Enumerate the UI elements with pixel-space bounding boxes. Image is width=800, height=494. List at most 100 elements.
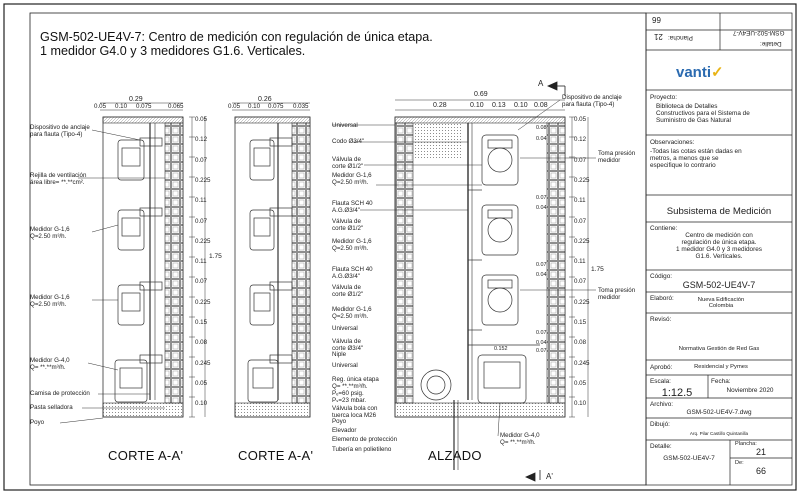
section-name-corte-1: CORTE A-A' (108, 448, 184, 463)
plancha-value: 21 (755, 447, 766, 457)
vdim-small: 0.08 (536, 125, 547, 131)
vdim-right: 0.12 (574, 136, 587, 144)
escala-value: 1:12.5 (661, 387, 693, 399)
label-component: Válvula de corte Ø3/4" (332, 338, 364, 352)
fecha-value: Noviembre 2020 (726, 387, 774, 394)
observaciones-label: Observaciones: (650, 139, 695, 146)
section-arrow-bottom (525, 470, 541, 482)
drawing-title: GSM-502-UE4V-7: Centro de medición con r… (40, 30, 433, 44)
vdim-left: 0.10 (195, 400, 208, 408)
vdim-right: 0.05 (574, 116, 587, 123)
label-poyo-left: Poyo (30, 419, 45, 426)
vdim-right: 0.11 (574, 258, 586, 266)
label-anchor-right: Dispositivo de anclaje para flauta (Tipo… (562, 94, 622, 108)
label-pasta: Pasta selladora (30, 404, 73, 411)
detalle-label: Detalle: (650, 443, 672, 450)
subsistema: Subsistema de Medición (666, 206, 772, 217)
vdim-left: 0.05 (195, 379, 208, 387)
vdim-right: 0.07 (574, 217, 587, 225)
contiene-value: Centro de medición con regulación de úni… (676, 232, 762, 260)
reviso-value: Normativa Gestión de Red Gas (678, 346, 760, 352)
label-component: Niple (332, 351, 347, 358)
label-component: Flauta SCH 40 A.G.Ø3/4" (332, 266, 373, 280)
archivo-value: GSM-502-UE4V-7.dwg (686, 409, 752, 416)
label-pressure-tap-1: Toma presión medidor (598, 150, 636, 164)
section-name-corte-2: CORTE A-A' (238, 448, 314, 463)
rot-detalle-value: GSM-502-UE4V-7 (733, 29, 785, 36)
dim-alzado-part: 0.08 (534, 102, 548, 109)
label-component: Válvula de corte Ø1/2" (332, 156, 364, 170)
label-component: Universal (332, 325, 358, 332)
dim-alzado-part: 0.13 (492, 102, 506, 109)
plancha-label: Plancha: (735, 441, 757, 447)
vdim-left-total: 1.75 (209, 253, 222, 260)
vdim-left: 0.225 (195, 176, 211, 184)
vdim-left: 0.225 (195, 298, 211, 306)
vdim-left: 0.15 (195, 319, 208, 326)
dimension-lines (100, 99, 589, 418)
label-component: Medidor G-1,6 Q=2.50 m³/h. (332, 306, 372, 320)
aprobo-value: Residencial y Pymes (694, 364, 748, 370)
vdim-right: 0.225 (574, 298, 590, 306)
vdim-right: 0.08 (574, 339, 587, 347)
dim-corte1-part: 0.10 (115, 103, 128, 110)
vdim-right-total: 1.75 (591, 266, 604, 273)
contiene-label: Contiene: (650, 225, 678, 232)
label-meter-4-right: Medidor G-4,0 Q= **.**m³/h. (500, 432, 540, 446)
label-component: Válvula de corte Ø1/2" (332, 284, 364, 298)
label-camisa: Camisa de protección (30, 390, 90, 397)
vdim-right: 0.245 (574, 359, 590, 367)
titleblock-frame (645, 12, 793, 486)
vdim-small: 0.152 (494, 346, 508, 352)
label-component: Universal (332, 122, 358, 129)
rot-plancha-label: Plancha: (668, 34, 693, 41)
dim-alzado-part: 0.10 (514, 102, 528, 109)
label-component: Elemento de protección (332, 436, 398, 443)
dim-corte2-part: 0.075 (268, 103, 284, 110)
vdim-small: 0.07 (536, 195, 547, 201)
corte-1-drawing (102, 116, 184, 418)
vdim-small: 0.07 (536, 262, 547, 268)
dim-corte1-part: 0.05 (94, 103, 107, 110)
elaboro-value: Nueva Edificación Colombia (697, 297, 745, 309)
vdim-small: 0.07 (536, 348, 547, 354)
dibujo-value: Arq. Pilar Castillo Quintanilla (689, 431, 749, 436)
proyecto-label: Proyecto: (650, 94, 677, 101)
fecha-label: Fecha: (711, 378, 731, 385)
codigo-label: Código: (650, 273, 673, 280)
vdim-small: 0.04 (536, 136, 547, 142)
vdim-left: 0.07 (195, 217, 208, 225)
label-meter-2: Medidor G-1,6 Q=2.50 m³/h. (30, 294, 70, 308)
dim-corte2-total: 0.26 (258, 96, 272, 103)
section-name-alzado: ALZADO (428, 448, 482, 463)
aprobo-label: Aprobó: (650, 364, 673, 371)
vdim-small: 0.07 (536, 330, 547, 336)
label-component: Codo Ø3/4" (332, 138, 365, 145)
label-meter-1: Medidor G-1,6 Q=2.50 m³/h. (30, 226, 70, 240)
section-arrow-top (547, 81, 566, 96)
vdim-right: 0.15 (574, 319, 587, 326)
elaboro-label: Elaboró: (650, 295, 674, 302)
de-value: 66 (755, 466, 766, 476)
label-vent: Rejilla de ventilación área libre= **.**… (30, 172, 87, 186)
label-component: Flauta SCH 40 A.G.Ø3/4" (332, 200, 373, 214)
sheet-border (3, 3, 797, 491)
vdim-left: 0.05 (195, 116, 208, 123)
vdim-right: 0.225 (574, 176, 590, 184)
vdim-left: 0.11 (195, 258, 207, 266)
vdim-small: 0.04 (536, 272, 547, 278)
section-mark-bottom: A' (546, 472, 553, 481)
dibujo-label: Dibujó: (650, 421, 670, 428)
dim-corte2-part: 0.10 (248, 103, 261, 110)
corte-2-drawing (234, 116, 311, 418)
label-component: Medidor G-1,6 Q=2.50 m³/h. (332, 238, 372, 252)
label-anchor-left: Dispositivo de anclaje para flauta (Tipo… (30, 124, 90, 138)
vdim-left: 0.07 (195, 156, 208, 164)
vdim-right: 0.11 (574, 197, 586, 205)
vdim-right: 0.225 (574, 237, 590, 245)
leader-lines (59, 99, 596, 437)
label-component: Elevador (332, 427, 357, 434)
vdim-left: 0.11 (195, 197, 207, 205)
